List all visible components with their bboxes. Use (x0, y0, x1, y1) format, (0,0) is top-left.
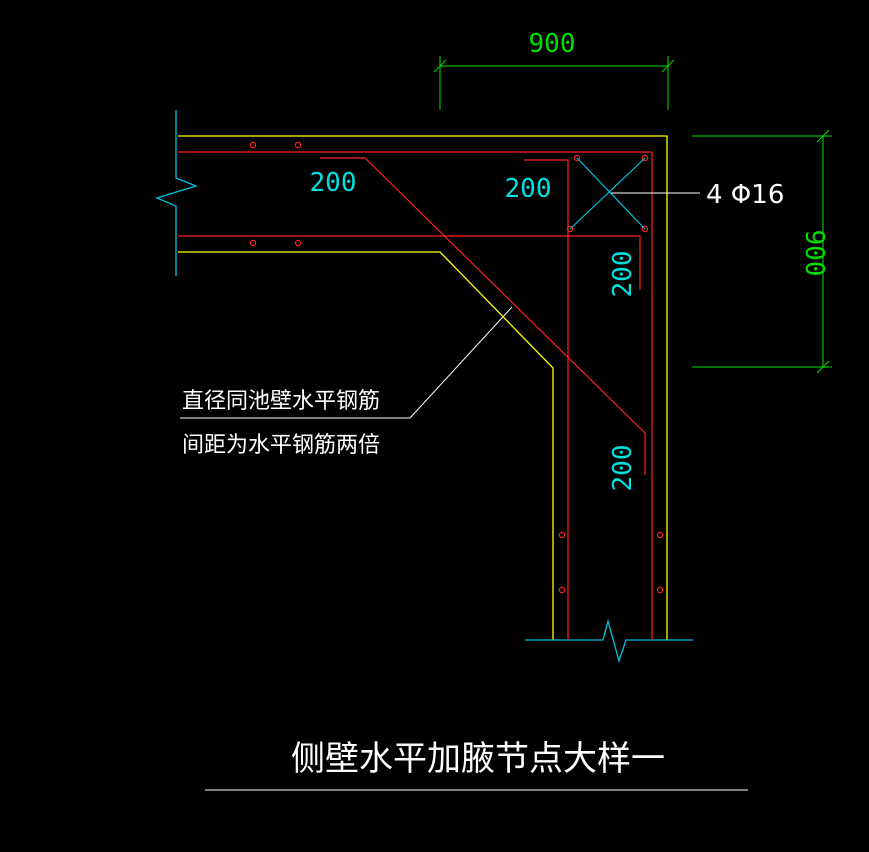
corner-spacing-label: 200 (505, 174, 552, 204)
corner-bar-marker (569, 157, 700, 230)
tick-mark (816, 129, 830, 143)
rebar-dot (249, 239, 257, 247)
rebar-dot (656, 531, 664, 539)
drawing-title: 侧壁水平加腋节点大样一 (291, 739, 665, 779)
bottom-break-line (525, 618, 693, 664)
vertical-lower-spacing-label: 200 (608, 445, 638, 492)
rebar-dot (294, 141, 302, 149)
rebar-dots (249, 141, 664, 594)
note-line-2: 间距为水平钢筋两倍 (182, 433, 380, 458)
rebar-lines (178, 151, 653, 640)
rebar-dot (558, 531, 566, 539)
outer-horizontal-bar (178, 151, 653, 640)
outer-wall-edge (178, 135, 668, 640)
dimension-top (433, 56, 675, 110)
left-break-line (155, 110, 198, 276)
concrete-outline (178, 135, 668, 640)
top-dimension-label: 900 (529, 29, 576, 59)
rebar-dot (641, 225, 649, 233)
tick-mark (816, 360, 830, 374)
rebar-dot (558, 586, 566, 594)
inner-haunch-edge (178, 251, 554, 640)
rebar-dot (249, 141, 257, 149)
rebar-dot (573, 154, 581, 162)
tick-mark (433, 59, 447, 73)
rebar-dot (294, 239, 302, 247)
dimension-right (692, 129, 832, 374)
tick-mark (661, 59, 675, 73)
break-lines (155, 110, 693, 664)
note-line-1: 直径同池壁水平钢筋 (182, 389, 380, 414)
haunch-diagonal-bar (320, 157, 646, 475)
inner-vertical-bar (524, 159, 569, 640)
corner-bars-label: 4 Φ16 (706, 180, 784, 210)
vertical-upper-spacing-label: 200 (608, 251, 638, 298)
note-leader-line (180, 306, 513, 419)
rebar-dot (566, 225, 574, 233)
top-wall-spacing-label: 200 (310, 168, 357, 198)
right-dimension-label: 900 (799, 230, 829, 277)
inner-horizontal-bar (178, 235, 641, 290)
rebar-dot (641, 154, 649, 162)
rebar-dot (656, 586, 664, 594)
corner-cross-line (569, 157, 646, 230)
